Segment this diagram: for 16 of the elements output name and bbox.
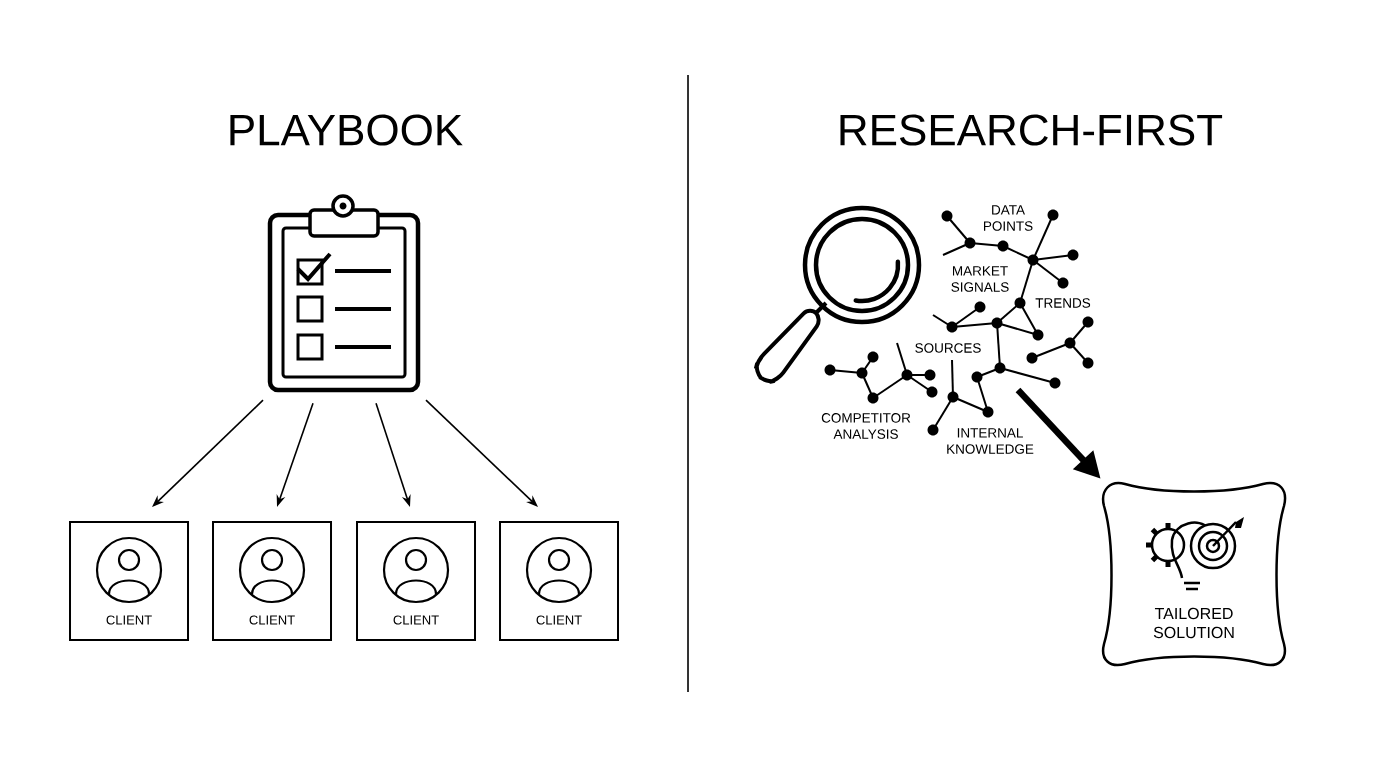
heading: RESEARCH-FIRST: [840, 114, 1223, 146]
arrow: [425, 399, 538, 507]
network-label: SOURCES: [915, 343, 981, 353]
client-box: CLIENT: [69, 521, 189, 641]
solution-box: TAILORED SOLUTION: [1101, 481, 1287, 667]
arrow: [152, 399, 264, 507]
network-label: DATA POINTS: [984, 205, 1033, 231]
network-label: INTERNAL KNOWLEDGE: [947, 428, 1034, 454]
heading: PLAYBOOK: [230, 114, 463, 146]
network-label: COMPETITOR ANALYSIS: [821, 413, 911, 439]
client-box: CLIENT: [356, 521, 476, 641]
network-label: MARKET SIGNALS: [951, 266, 1009, 292]
network-label: TRENDS: [1035, 298, 1091, 308]
clipboard-drawing: [267, 194, 421, 393]
client-box: CLIENT: [212, 521, 332, 641]
client-box: CLIENT: [499, 521, 619, 641]
